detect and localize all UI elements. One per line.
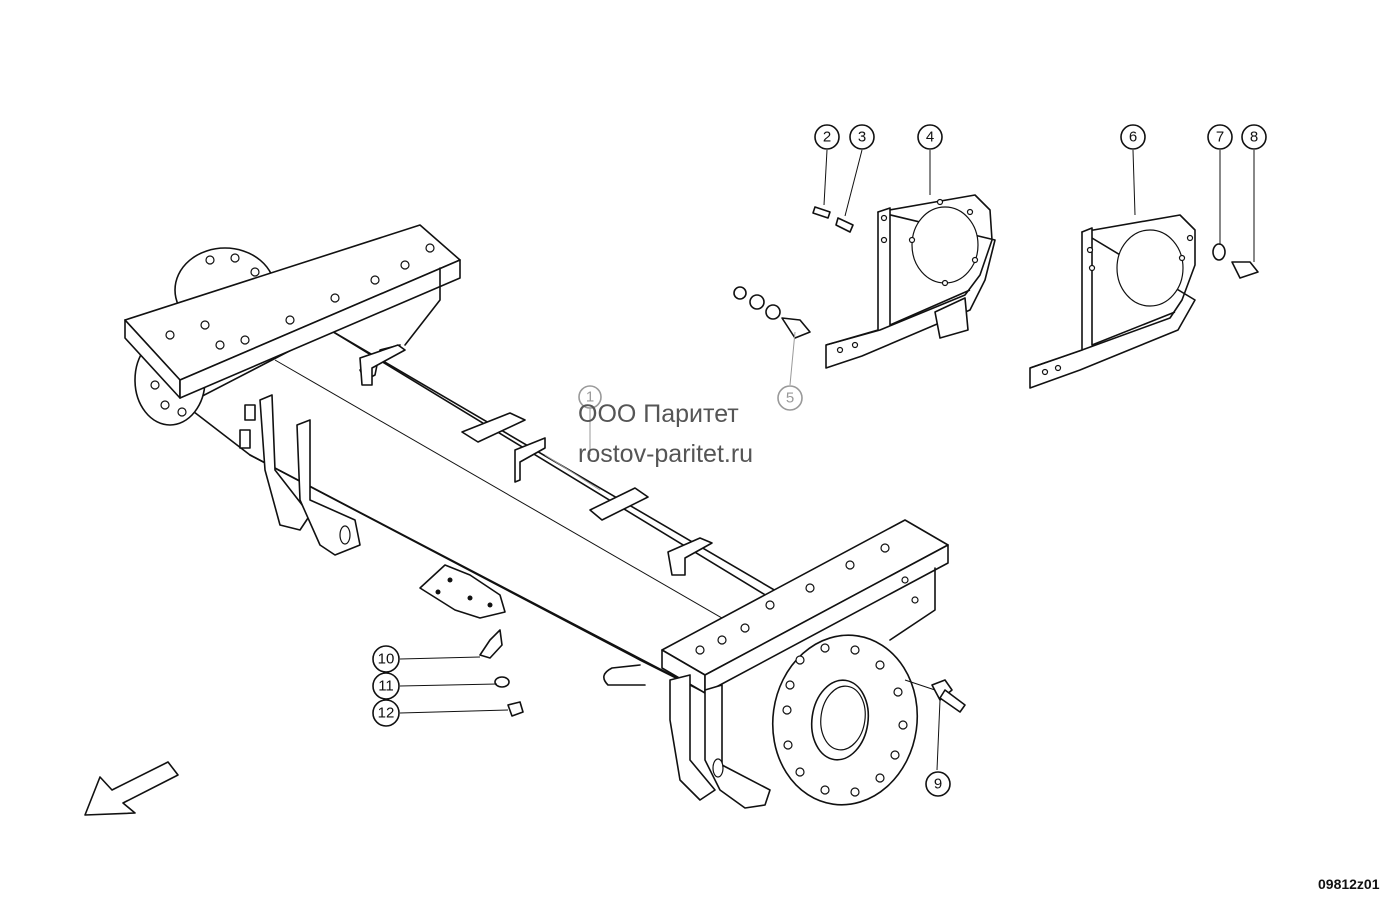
bolt-8 [1231, 261, 1259, 279]
svg-text:4: 4 [926, 129, 934, 146]
callout-11: 11 [372, 672, 400, 700]
callout-6: 6 [1120, 124, 1146, 150]
beam-clips [359, 344, 713, 576]
right-hanger-brackets [669, 674, 771, 809]
svg-text:7: 7 [1216, 129, 1224, 146]
bracket-6 [1029, 214, 1196, 389]
beam-loop [603, 664, 646, 686]
svg-text:9: 9 [934, 776, 942, 793]
pin-3 [835, 217, 854, 233]
svg-text:6: 6 [1129, 129, 1137, 146]
washer-7 [1212, 243, 1226, 261]
callout-8: 8 [1241, 124, 1267, 150]
watermark-company: ООО Паритет [578, 400, 739, 428]
svg-text:5: 5 [786, 390, 794, 407]
callout-7: 7 [1207, 124, 1233, 150]
bolt-9 [904, 679, 966, 713]
direction-arrow [84, 761, 179, 816]
right-mount-plate [661, 519, 949, 694]
bracket-10 [479, 629, 503, 659]
callout-12: 12 [372, 699, 400, 727]
svg-text:8: 8 [1250, 129, 1258, 146]
left-hanger-brackets [239, 394, 361, 556]
pin-2 [812, 206, 831, 219]
callout-5: 5 [777, 385, 803, 411]
right-flange [771, 634, 919, 806]
svg-text:11: 11 [378, 678, 394, 695]
nut-11 [494, 676, 510, 688]
callout-2: 2 [814, 124, 840, 150]
svg-text:3: 3 [858, 129, 866, 146]
svg-text:2: 2 [823, 129, 831, 146]
callout-9: 9 [925, 771, 951, 797]
bracket-4 [825, 194, 996, 369]
bolt-5-set [733, 286, 811, 339]
leader-lines [399, 149, 1255, 771]
callout-1: 1 [578, 385, 602, 409]
svg-text:12: 12 [378, 705, 395, 722]
watermark-website[interactable]: rostov-paritet.ru [578, 440, 754, 468]
nut-12 [507, 701, 524, 717]
drawing-code: 09812z01 [1318, 876, 1380, 892]
svg-text:1: 1 [586, 389, 594, 406]
centre-bottom-plate [419, 564, 506, 619]
callout-4: 4 [917, 124, 943, 150]
callout-3: 3 [849, 124, 875, 150]
svg-text:10: 10 [378, 651, 395, 668]
left-mount-plate [124, 224, 461, 399]
callout-10: 10 [372, 645, 400, 673]
